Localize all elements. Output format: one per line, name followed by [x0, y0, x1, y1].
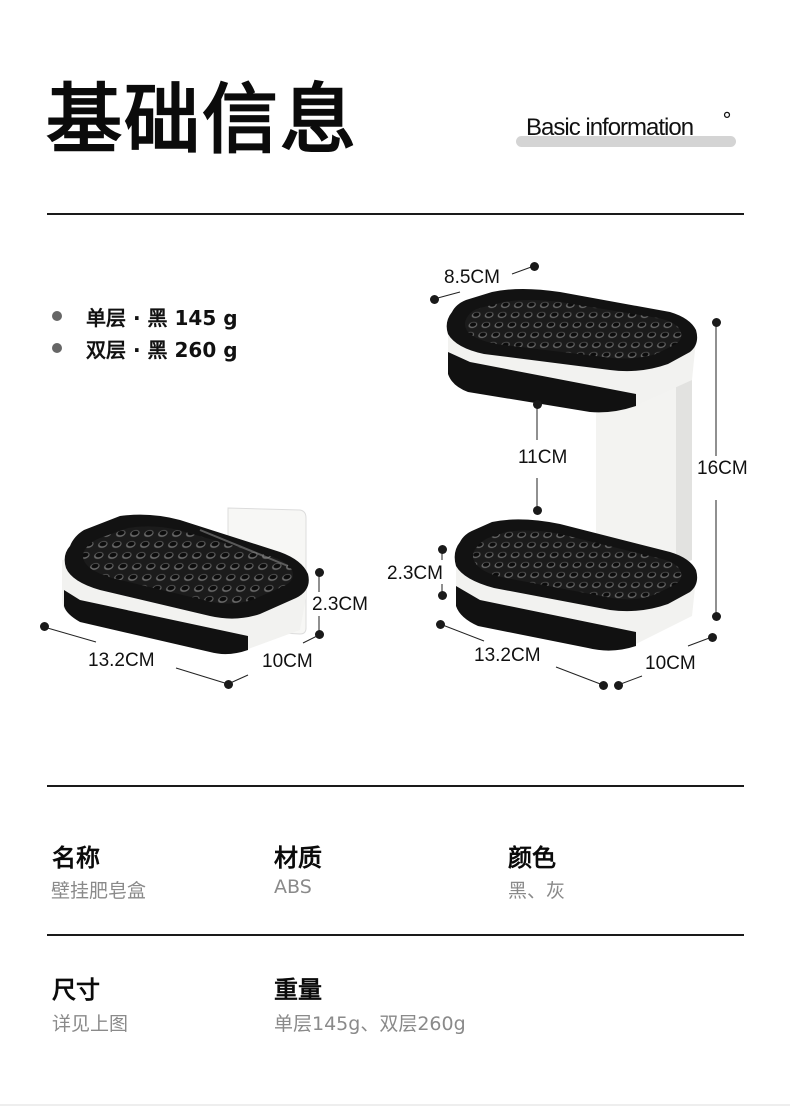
double-width-label: 10CM: [645, 653, 696, 674]
spec-label-color: 颜色: [508, 844, 556, 872]
double-length-label: 13.2CM: [474, 645, 541, 666]
page-title: 基础信息: [46, 75, 358, 164]
spec-value-weight: 单层145g、双层260g: [274, 1013, 466, 1035]
spec-value-material: ABS: [274, 876, 312, 898]
dimension-dot-icon: [708, 633, 717, 642]
dimension-dot-icon: [224, 680, 233, 689]
subtitle-block: Basic information °: [516, 108, 738, 150]
divider-middle: [47, 785, 744, 787]
double-dimension-lines: [433, 265, 717, 686]
double-height-label: 16CM: [697, 458, 748, 479]
dimension-dot-icon: [533, 506, 542, 515]
single-length-label: 13.2CM: [88, 650, 155, 671]
single-soap-dish-image: [62, 507, 309, 655]
legend-item: 双层 · 黑 260 g: [52, 332, 238, 364]
dimension-dot-icon: [438, 591, 447, 600]
degree-mark: °: [722, 108, 732, 132]
legend-label: 单层 · 黑 145 g: [86, 305, 238, 330]
dimension-dot-icon: [430, 295, 439, 304]
dimension-dot-icon: [436, 620, 445, 629]
single-height-label: 2.3CM: [312, 594, 368, 615]
subtitle-en: Basic information: [526, 114, 694, 141]
dimension-dot-icon: [40, 622, 49, 631]
dimension-dot-icon: [315, 568, 324, 577]
spec-value-name: 壁挂肥皂盒: [51, 880, 147, 902]
double-soap-dish-image: [446, 289, 698, 651]
double-gap-label: 11CM: [518, 447, 568, 468]
dimension-dot-icon: [533, 400, 542, 409]
dimension-dot-icon: [438, 545, 447, 554]
divider-specs: [47, 934, 744, 936]
subtitle-highlight-bar: [516, 136, 736, 147]
spec-label-material: 材质: [274, 844, 322, 872]
dimension-dot-icon: [712, 318, 721, 327]
spec-value-color: 黑、灰: [508, 880, 566, 902]
dimension-dot-icon: [530, 262, 539, 271]
spec-value-size: 详见上图: [52, 1013, 129, 1035]
spec-label-size: 尺寸: [52, 976, 100, 1004]
double-depth-label: 8.5CM: [444, 267, 500, 288]
bullet-dot-icon: [52, 311, 62, 321]
dimension-dot-icon: [315, 630, 324, 639]
double-tray-height-label: 2.3CM: [387, 563, 443, 584]
legend-item: 单层 · 黑 145 g: [52, 300, 238, 332]
divider-top: [47, 213, 744, 215]
dimension-dot-icon: [599, 681, 608, 690]
dimension-dot-icon: [614, 681, 623, 690]
dimension-dot-icon: [712, 612, 721, 621]
legend-label: 双层 · 黑 260 g: [86, 337, 238, 362]
bottom-edge: [0, 1104, 790, 1106]
bullet-dot-icon: [52, 343, 62, 353]
spec-label-name: 名称: [52, 844, 100, 872]
weight-legend: 单层 · 黑 145 g 双层 · 黑 260 g: [52, 300, 238, 364]
single-width-label: 10CM: [262, 651, 313, 672]
spec-label-weight: 重量: [274, 976, 322, 1004]
